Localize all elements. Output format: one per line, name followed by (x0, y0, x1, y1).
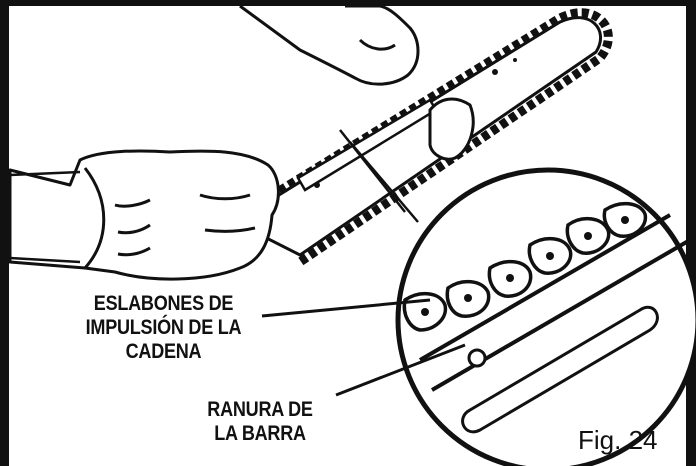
right-glove-icon (239, 4, 475, 161)
bar-groove-label: RANURA DE LA BARRA (191, 398, 329, 446)
drive-links-line-2: IMPULSIÓN DE LA (85, 316, 242, 339)
figure-number: Fig. 24 (578, 425, 658, 455)
bar-groove-line-1: RANURA DE (207, 398, 313, 421)
left-sleeve (9, 170, 81, 264)
magnifier-connectors (339, 129, 419, 223)
chain-bar (231, 8, 613, 266)
detail-magnifier (395, 167, 696, 466)
bar-groove-line-2: LA BARRA (214, 422, 306, 445)
drive-links-line-3: CADENA (125, 340, 202, 363)
drive-links-label: ESLABONES DE IMPULSIÓN DE LA CADENA (62, 292, 264, 364)
drive-links-leader (261, 298, 431, 318)
bar-groove-leader (335, 343, 466, 397)
left-glove-icon (8, 149, 280, 281)
drive-links-line-1: ESLABONES DE (93, 292, 234, 315)
